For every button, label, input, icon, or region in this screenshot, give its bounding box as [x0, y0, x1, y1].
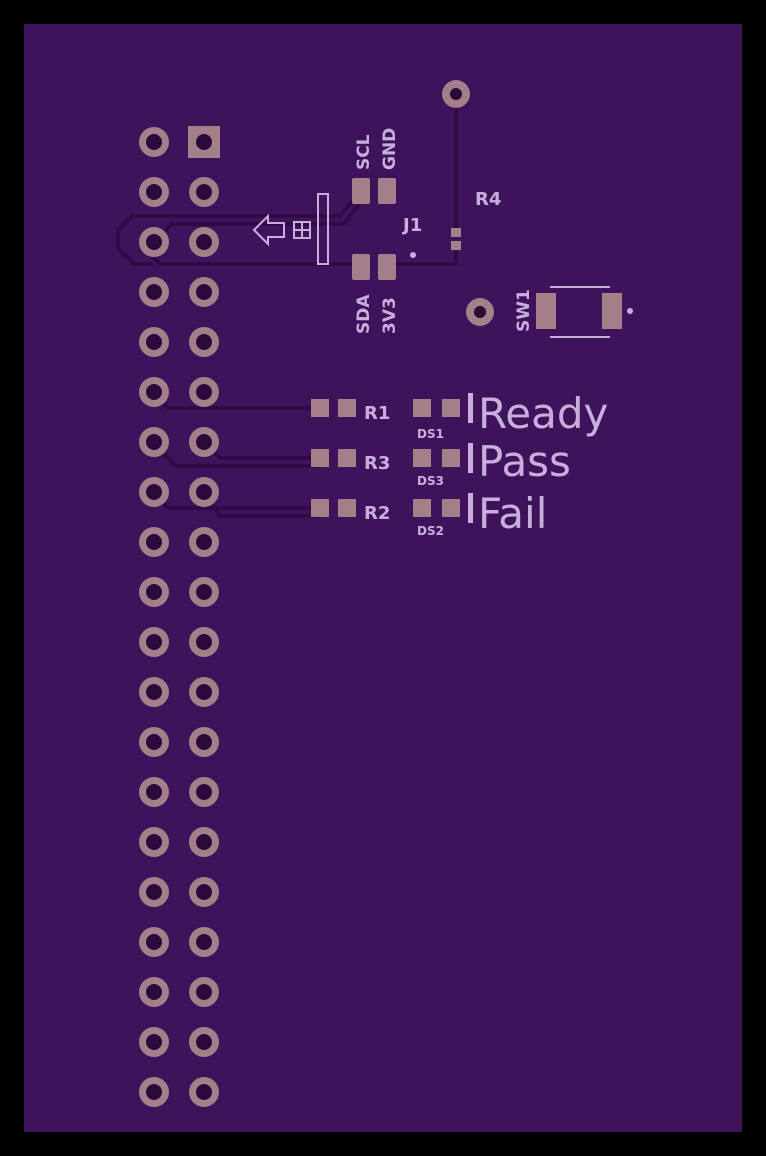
- pad-sda[interactable]: [352, 254, 370, 280]
- pin-label-sda: SDA: [354, 294, 374, 334]
- pad-3v3[interactable]: [378, 254, 396, 280]
- pass-label: Pass: [478, 437, 571, 486]
- r1-pad-a[interactable]: [311, 399, 329, 417]
- sw1-designator: SW1: [514, 289, 534, 332]
- sw1-hole: [474, 306, 486, 318]
- header-pin-hole: [196, 534, 212, 550]
- fail-label: Fail: [478, 489, 547, 538]
- header-pin-hole: [196, 1034, 212, 1050]
- ds3-pad-b[interactable]: [442, 449, 460, 467]
- header-pin-hole: [196, 334, 212, 350]
- pad-scl[interactable]: [352, 178, 370, 204]
- header-pin-hole: [146, 484, 162, 500]
- sw1-pad-a[interactable]: [536, 293, 556, 329]
- r3-designator: R3: [364, 453, 390, 474]
- header-pin-hole: [146, 434, 162, 450]
- header-pin-hole: [146, 134, 162, 150]
- header-pin-hole: [146, 634, 162, 650]
- ds2-pad-b[interactable]: [442, 499, 460, 517]
- connector-designator: J1: [401, 215, 422, 236]
- header-pin-hole: [146, 534, 162, 550]
- ds2-designator: DS2: [417, 524, 444, 538]
- header-pin-hole: [146, 384, 162, 400]
- led-row-fail: R2 DS2 Fail: [311, 489, 547, 538]
- led-row-pass: R3 DS3 Pass: [311, 437, 571, 488]
- header-pin-hole: [196, 1084, 212, 1100]
- trace-3v3: [386, 245, 458, 266]
- ready-label: Ready: [478, 389, 608, 438]
- pin-label-3v3: 3V3: [380, 297, 400, 334]
- header-pin-hole: [196, 434, 212, 450]
- header-pin-hole: [146, 784, 162, 800]
- header-pin-hole: [146, 584, 162, 600]
- header-pin-hole: [146, 684, 162, 700]
- header-pin-hole: [196, 584, 212, 600]
- pad-gnd[interactable]: [378, 178, 396, 204]
- header-pin-hole: [196, 834, 212, 850]
- header-pin-hole: [146, 1034, 162, 1050]
- header-pin-hole: [146, 234, 162, 250]
- header-pin-hole: [146, 184, 162, 200]
- r3-pad-a[interactable]: [311, 449, 329, 467]
- header-pin-hole: [146, 934, 162, 950]
- header-pin-hole: [146, 334, 162, 350]
- pin-header: [139, 126, 220, 1107]
- ds1-cathode-mark: [468, 393, 473, 423]
- led-row-ready: R1 DS1 Ready: [311, 389, 608, 441]
- grid-icon-lines: [294, 222, 310, 238]
- ds1-pad-a[interactable]: [413, 399, 431, 417]
- header-pin-hole: [196, 934, 212, 950]
- ds3-designator: DS3: [417, 474, 444, 488]
- connector-outline: [317, 193, 329, 265]
- header-pin-hole: [196, 684, 212, 700]
- r1-designator: R1: [364, 403, 390, 424]
- switch-sw1: SW1: [466, 286, 633, 338]
- header-pin-hole: [146, 834, 162, 850]
- pad-r4-b[interactable]: [451, 241, 461, 250]
- r1-pad-b[interactable]: [338, 399, 356, 417]
- pin-label-scl: SCL: [354, 134, 374, 170]
- sw1-pad-b[interactable]: [602, 293, 622, 329]
- header-pin-hole: [146, 734, 162, 750]
- ds2-cathode-mark: [468, 493, 473, 523]
- header-pin-hole: [196, 634, 212, 650]
- r2-pad-b[interactable]: [338, 499, 356, 517]
- header-pin-hole: [196, 134, 212, 150]
- header-pin-hole: [196, 884, 212, 900]
- r2-designator: R2: [364, 503, 390, 524]
- ds3-pad-a[interactable]: [413, 449, 431, 467]
- pin1-marker-sw1: [627, 308, 633, 314]
- header-pin-hole: [146, 984, 162, 1000]
- r4-designator: R4: [475, 189, 501, 210]
- header-pin-hole: [196, 284, 212, 300]
- r3-pad-b[interactable]: [338, 449, 356, 467]
- pin1-marker-j1: [410, 252, 416, 258]
- ds1-designator: DS1: [417, 427, 444, 441]
- header-pin-hole: [196, 384, 212, 400]
- header-pin-hole: [196, 234, 212, 250]
- ds1-pad-b[interactable]: [442, 399, 460, 417]
- ds3-cathode-mark: [468, 443, 473, 473]
- header-pin-hole: [196, 784, 212, 800]
- trace-sda: [150, 254, 362, 266]
- header-pin-hole: [146, 284, 162, 300]
- header-pin-hole: [146, 1084, 162, 1100]
- resistor-r4: R4: [442, 80, 501, 250]
- test-point-hole: [450, 88, 462, 100]
- r2-pad-a[interactable]: [311, 499, 329, 517]
- connector-j1: J1 SCL GND SDA 3V3: [252, 128, 422, 334]
- pad-r4-a[interactable]: [451, 228, 461, 237]
- header-pin-hole: [196, 184, 212, 200]
- trace-scl: [116, 188, 364, 266]
- pin-label-gnd: GND: [380, 128, 400, 170]
- header-pin-hole: [196, 484, 212, 500]
- header-pin-hole: [146, 884, 162, 900]
- arrow-left-icon: [252, 213, 285, 247]
- ds2-pad-a[interactable]: [413, 499, 431, 517]
- header-pin-hole: [196, 734, 212, 750]
- header-pin-hole: [196, 984, 212, 1000]
